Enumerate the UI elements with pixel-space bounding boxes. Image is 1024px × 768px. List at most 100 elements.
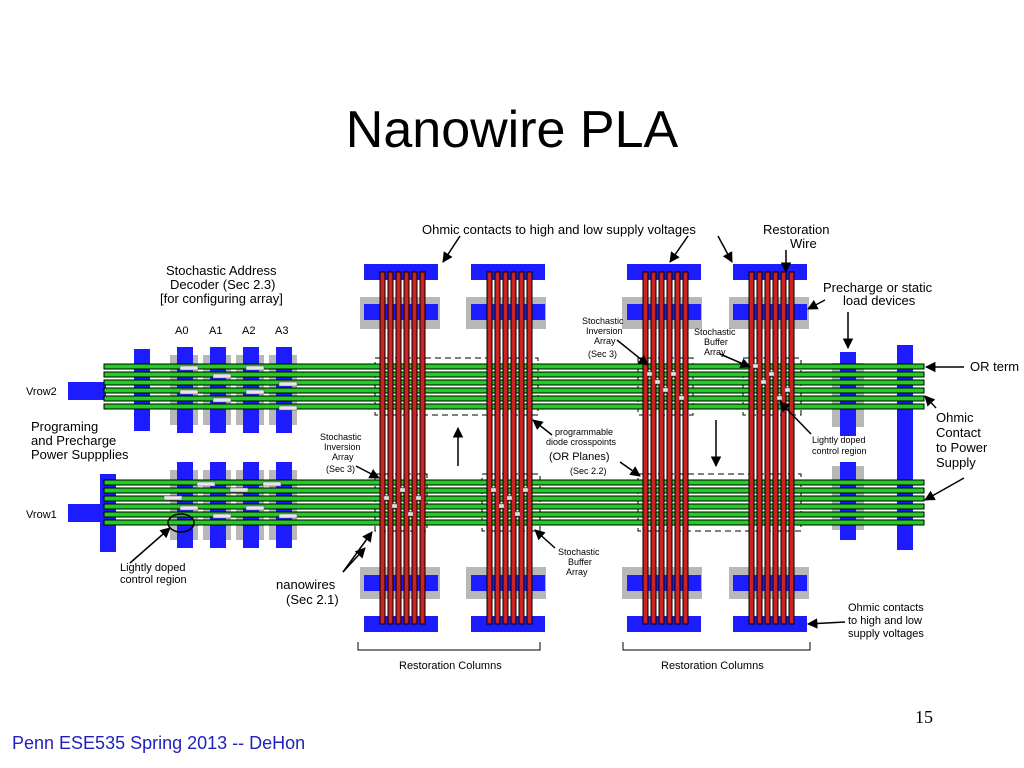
svg-text:Lightly doped: Lightly doped — [120, 562, 185, 574]
svg-text:Restoration: Restoration — [763, 222, 829, 237]
crosspoint — [678, 395, 685, 401]
decoder-mark — [262, 481, 282, 487]
svg-text:to Power: to Power — [936, 440, 988, 455]
svg-text:Restoration Columns: Restoration Columns — [399, 660, 502, 672]
svg-text:to high and low: to high and low — [848, 615, 922, 627]
decoder-mark — [212, 513, 232, 519]
crosspoint — [415, 495, 422, 501]
svg-text:Stochastic: Stochastic — [694, 327, 736, 337]
nanowire-vertical — [502, 271, 509, 625]
arrows — [129, 235, 965, 629]
svg-text:Buffer: Buffer — [568, 557, 592, 567]
svg-text:(OR Planes): (OR Planes) — [549, 451, 610, 463]
nanowire-vertical — [650, 271, 657, 625]
svg-text:Stochastic: Stochastic — [582, 316, 624, 326]
svg-text:Decoder (Sec 2.3): Decoder (Sec 2.3) — [170, 277, 276, 292]
svg-text:Stochastic: Stochastic — [320, 432, 362, 442]
svg-text:Stochastic: Stochastic — [558, 547, 600, 557]
decoder-mark — [212, 373, 232, 379]
labels: Ohmic contacts to high and low supply vo… — [26, 222, 1019, 672]
crosspoint — [784, 387, 791, 393]
svg-text:Supply: Supply — [936, 455, 976, 470]
svg-text:A3: A3 — [275, 325, 288, 337]
svg-text:Array: Array — [332, 452, 354, 462]
svg-text:Programing: Programing — [31, 419, 98, 434]
svg-text:diode crosspoints: diode crosspoints — [546, 437, 617, 447]
crosspoint — [383, 495, 390, 501]
crosspoint — [506, 495, 513, 501]
dashed-box — [637, 357, 694, 416]
dashed-box — [742, 357, 802, 416]
svg-text:Stochastic Address: Stochastic Address — [166, 263, 277, 278]
svg-text:programmable: programmable — [555, 427, 613, 437]
svg-text:Array: Array — [704, 347, 726, 357]
svg-text:A2: A2 — [242, 325, 255, 337]
svg-text:Inversion: Inversion — [586, 326, 623, 336]
crosspoint — [407, 511, 414, 517]
crosspoint — [490, 487, 497, 493]
svg-text:A0: A0 — [175, 325, 188, 337]
svg-text:Ohmic contacts to high and low: Ohmic contacts to high and low supply vo… — [422, 222, 696, 237]
svg-text:(Sec 3): (Sec 3) — [326, 464, 355, 474]
nanowire-vertical — [526, 271, 533, 625]
nanowire-vertical — [379, 271, 386, 625]
decoder-mark — [163, 495, 183, 501]
slide-title: Nanowire PLA — [345, 101, 679, 159]
nanowire-vertical — [518, 271, 525, 625]
crosspoint — [662, 387, 669, 393]
svg-text:Vrow1: Vrow1 — [26, 509, 57, 521]
nanowire-vertical — [419, 271, 426, 625]
slide-footer: Penn ESE535 Spring 2013 -- DeHon — [12, 733, 306, 753]
nanowire-vertical — [788, 271, 795, 625]
nanowire-vertical — [682, 271, 689, 625]
svg-text:[for configuring array]: [for configuring array] — [160, 291, 283, 306]
decoder-mark — [179, 365, 199, 371]
crosspoint — [399, 487, 406, 493]
crosspoints — [163, 363, 791, 519]
svg-text:nanowires: nanowires — [276, 577, 336, 592]
nanowire-vertical — [510, 271, 517, 625]
crosspoint — [760, 379, 767, 385]
svg-text:(Sec 3): (Sec 3) — [588, 349, 617, 359]
svg-text:Contact: Contact — [936, 425, 981, 440]
vrow2-contact — [68, 382, 106, 400]
crosspoint — [498, 503, 505, 509]
crosspoint — [670, 371, 677, 377]
crosspoint — [391, 503, 398, 509]
decoder-mark — [278, 405, 298, 411]
nanowire-vertical — [748, 271, 755, 625]
nanowire-vertical — [772, 271, 779, 625]
svg-text:Power Suppplies: Power Suppplies — [31, 447, 129, 462]
nanowire-vertical — [411, 271, 418, 625]
decoder-mark — [278, 513, 298, 519]
crosspoint — [752, 363, 759, 369]
decoder-mark — [229, 487, 249, 493]
vertical-nanowires — [379, 271, 795, 625]
svg-text:supply voltages: supply voltages — [848, 628, 924, 640]
svg-text:Array: Array — [594, 336, 616, 346]
crosspoint — [646, 371, 653, 377]
svg-text:Ohmic: Ohmic — [936, 410, 974, 425]
lightly-doped-ellipse — [167, 513, 195, 533]
decoder-mark — [179, 505, 199, 511]
svg-text:control region: control region — [120, 574, 187, 586]
crosspoint — [776, 395, 783, 401]
svg-text:(Sec 2.1): (Sec 2.1) — [286, 592, 339, 607]
vrow1-contact — [68, 504, 106, 522]
svg-text:load devices: load devices — [843, 293, 916, 308]
page-number: 15 — [915, 707, 933, 727]
brackets — [357, 642, 811, 651]
svg-text:Buffer: Buffer — [704, 337, 728, 347]
svg-text:Lightly doped: Lightly doped — [812, 435, 866, 445]
nanowire-vertical — [387, 271, 394, 625]
decoder-mark — [278, 381, 298, 387]
svg-text:Precharge or static: Precharge or static — [823, 280, 933, 295]
crosspoint — [654, 379, 661, 385]
nanowire-vertical — [494, 271, 501, 625]
dashed-box — [637, 473, 802, 532]
dashed-box — [374, 357, 539, 416]
svg-text:control region: control region — [812, 446, 867, 456]
nanowire-vertical — [403, 271, 410, 625]
crosspoint — [522, 487, 529, 493]
decoder-mark — [245, 365, 265, 371]
